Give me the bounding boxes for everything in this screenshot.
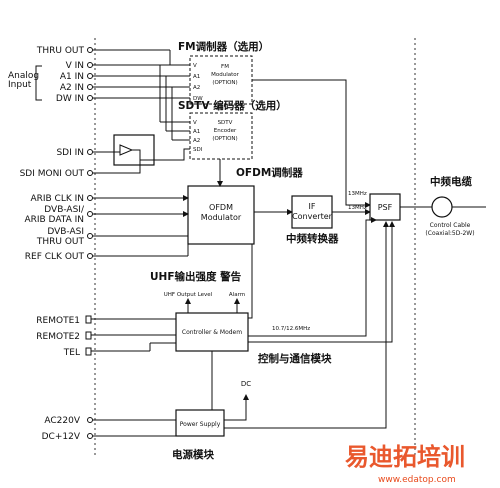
ref-clk-out-label: REF CLK OUT bbox=[25, 252, 85, 262]
dvb-asi-arib-data-in-label: DVB-ASI/ARIB DATA IN bbox=[24, 205, 85, 225]
port-connectors bbox=[85, 47, 93, 439]
uhf-level-alarm-title: UHF输出强度 警告 bbox=[150, 270, 242, 283]
v-in-label: V IN bbox=[66, 61, 84, 71]
ofdm-modulator-box bbox=[187, 185, 255, 245]
alarm-label: Alarm bbox=[229, 292, 245, 298]
coaxial-cable-symbol bbox=[431, 196, 453, 218]
controller-freq: 10.7/12.6MHz bbox=[272, 326, 310, 332]
analog-input-lines bbox=[93, 49, 190, 141]
sdi-to-encoder-line bbox=[132, 148, 190, 161]
fm-output-freq: 13MHz bbox=[348, 191, 367, 197]
sdtv-pin-a1: A1 bbox=[193, 129, 200, 135]
fm-modulator-title: FM调制器（选用） bbox=[178, 40, 269, 53]
sdi-moni-out-label: SDI MONI OUT bbox=[20, 169, 85, 179]
controller-modem-label: Controller & Modem bbox=[182, 329, 242, 336]
psf-label: PSF bbox=[378, 203, 393, 212]
watermark-text: 易迪拓培训 bbox=[345, 443, 465, 471]
fm-pin-v: V bbox=[193, 63, 197, 69]
ac220v-label: AC220V bbox=[44, 416, 80, 426]
sdi-in-label: SDI IN bbox=[56, 148, 84, 158]
if-converter-box bbox=[291, 195, 333, 229]
dc12v-label: DC+12V bbox=[42, 432, 81, 442]
ofdm-modulator-title: OFDM调制器 bbox=[236, 166, 303, 179]
power-supply-caption: 电源模块 bbox=[172, 448, 214, 461]
controller-to-psf-line bbox=[248, 217, 377, 337]
power-supply-box bbox=[175, 409, 225, 437]
dw-in-label: DW IN bbox=[56, 94, 84, 104]
controller-modem-box bbox=[175, 312, 249, 352]
a2-in-label: A2 IN bbox=[60, 83, 84, 93]
fm-pin-a2: A2 bbox=[193, 85, 200, 91]
if-output-freq: 13MHz bbox=[348, 205, 367, 211]
sdtv-pin-sdi: SDI bbox=[193, 147, 203, 153]
controller-signal-line bbox=[248, 221, 395, 343]
power-to-psf-line bbox=[224, 221, 389, 429]
dc-label: DC bbox=[241, 380, 251, 388]
ofdm-input-lines bbox=[93, 159, 223, 257]
fm-pin-dw: DW bbox=[193, 96, 203, 102]
watermark-url: www.edatop.com bbox=[378, 475, 456, 485]
output-cable-title: 中频电缆 bbox=[430, 175, 472, 188]
remote-lines bbox=[91, 318, 176, 352]
sdi-moni-out-line bbox=[93, 160, 141, 174]
uhf-output-level-label: UHF Output Level bbox=[164, 292, 213, 298]
remote1-label: REMOTE1 bbox=[36, 316, 80, 326]
controller-caption: 控制与通信模块 bbox=[258, 352, 332, 365]
sdtv-encoder-title: SDTV 编码器（选用） bbox=[178, 99, 287, 112]
fm-output-line bbox=[252, 79, 371, 208]
sdtv-encoder-box bbox=[189, 112, 253, 160]
remote2-label: REMOTE2 bbox=[36, 332, 80, 342]
analog-input-bracket bbox=[35, 65, 42, 101]
dc-output-line bbox=[224, 394, 249, 421]
if-converter-caption: 中频转换器 bbox=[286, 232, 339, 245]
a1-in-label: A1 IN bbox=[60, 72, 84, 82]
power-supply-label: Power Supply bbox=[180, 421, 221, 428]
sdtv-pin-v: V bbox=[193, 120, 197, 126]
sdtv-pin-a2: A2 bbox=[193, 138, 200, 144]
controller-to-ofdm-line bbox=[248, 244, 253, 319]
psf-box bbox=[369, 193, 401, 221]
watermark: 易迪拓培训 www.edatop.com bbox=[345, 443, 465, 485]
sdi-buffer-triangle bbox=[119, 144, 134, 156]
thru-out-label: THRU OUT bbox=[36, 46, 85, 56]
control-cable-label: Control Cable(Coaxial:5D-2W) bbox=[425, 222, 474, 237]
fm-pin-a1: A1 bbox=[193, 74, 200, 80]
arib-clk-in-label: ARIB CLK IN bbox=[30, 194, 84, 204]
tel-label: TEL bbox=[63, 348, 80, 358]
